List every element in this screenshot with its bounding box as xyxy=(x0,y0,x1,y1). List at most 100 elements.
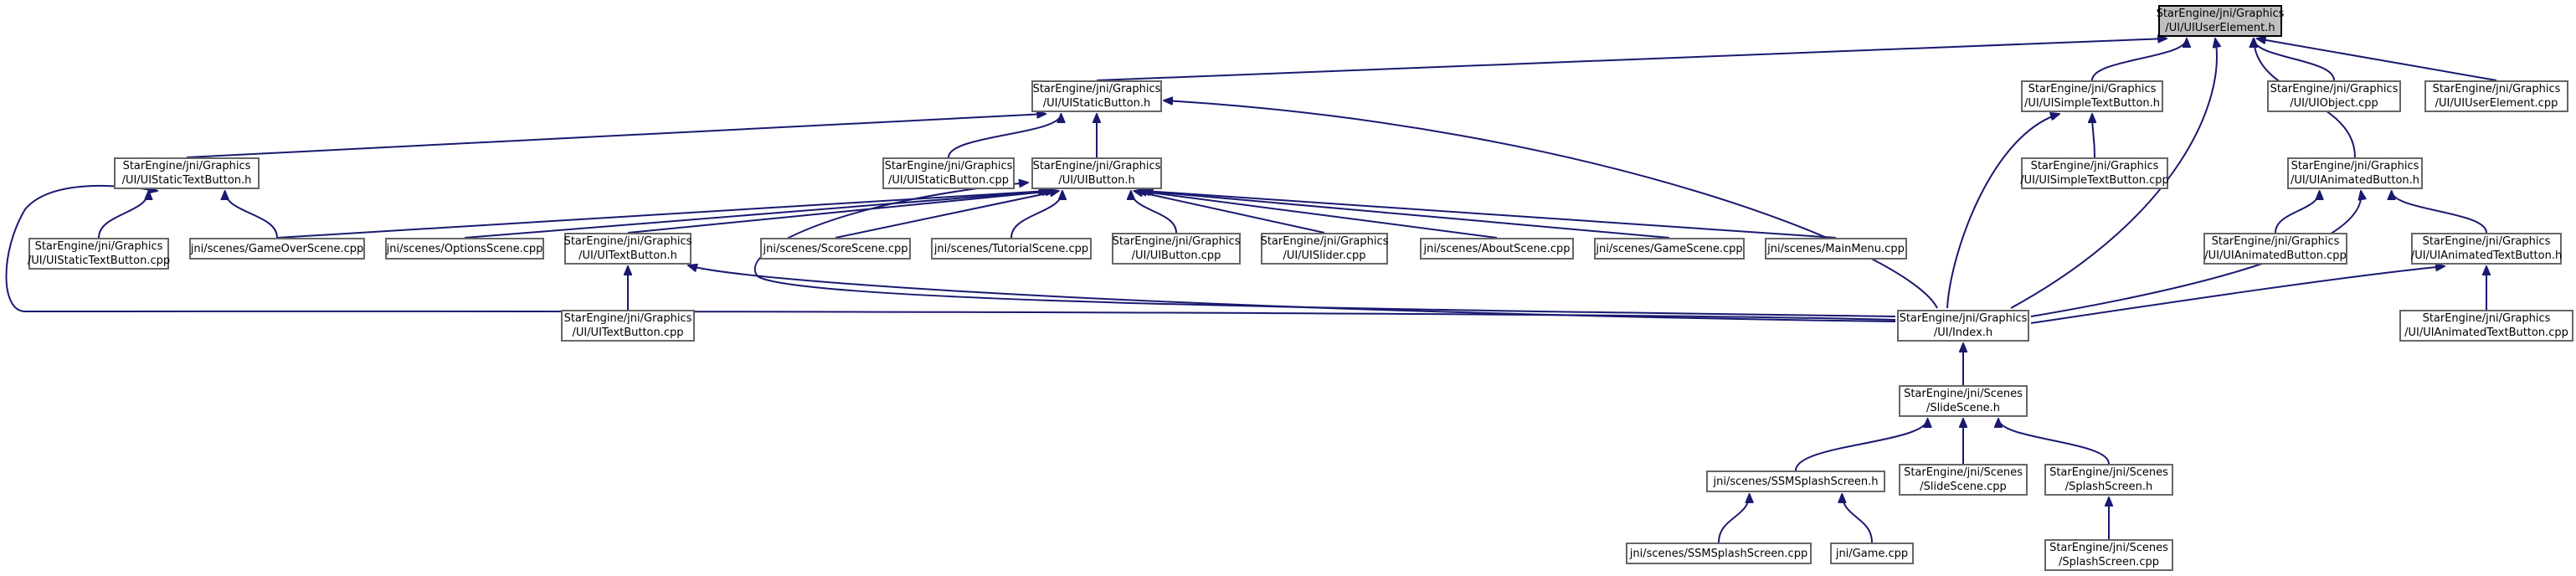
node-label-line: StarEngine/jni/Scenes xyxy=(2049,542,2168,554)
node-label-line: /UI/Index.h xyxy=(1933,327,1993,339)
node-label-line: /UI/UIStaticButton.h xyxy=(1042,97,1151,110)
node-label-line: /UI/UIButton.h xyxy=(1058,174,1135,187)
edge-gameoverscene-cpp-to-uibutton-h xyxy=(276,191,1047,239)
edge-uiindex-h-to-uistaticbutton-h xyxy=(1164,100,1938,309)
node-label-line: jni/scenes/GameOverScene.cpp xyxy=(190,242,364,255)
edge-uiindex-h-to-uisimpletextbutton-h xyxy=(1946,114,2059,309)
node-label-line: jni/scenes/AboutScene.cpp xyxy=(1423,242,1571,255)
node-gamescene-cpp[interactable]: jni/scenes/GameScene.cpp xyxy=(1594,238,1745,260)
node-uianimatedbutton-cpp[interactable]: StarEngine/jni/Graphics/UI/UIAnimatedBut… xyxy=(2203,233,2347,265)
node-label-line: StarEngine/jni/Graphics xyxy=(1032,83,1161,95)
node-label-line: jni/scenes/SSMSplashScreen.h xyxy=(1713,475,1879,488)
node-label-line: StarEngine/jni/Graphics xyxy=(563,235,692,248)
node-uiuserelement-cpp[interactable]: StarEngine/jni/Graphics/UI/UIUserElement… xyxy=(2424,80,2568,112)
edge-uitextbutton-h-to-uibutton-h xyxy=(627,191,1055,234)
node-mainmenu-cpp[interactable]: jni/scenes/MainMenu.cpp xyxy=(1765,238,1907,260)
edge-scorescene-cpp-to-uibutton-h xyxy=(835,191,1059,239)
edge-ssmsplashscreen-h-to-slidescene-h xyxy=(1795,419,1928,471)
node-tutorialscene-cpp[interactable]: jni/scenes/TutorialScene.cpp xyxy=(931,238,1092,260)
node-label-line: /SplashScreen.h xyxy=(2064,481,2153,493)
node-uibutton-cpp[interactable]: StarEngine/jni/Graphics/UI/UIButton.cpp xyxy=(1112,233,1241,265)
node-uislider-cpp[interactable]: StarEngine/jni/Graphics/UI/UISlider.cpp xyxy=(1261,233,1388,265)
node-label-line: jni/scenes/GameScene.cpp xyxy=(1596,242,1743,255)
node-uiobject-cpp[interactable]: StarEngine/jni/Graphics/UI/UIObject.cpp xyxy=(2267,80,2401,112)
node-uistatictextbutton-h[interactable]: StarEngine/jni/Graphics/UI/UIStaticTextB… xyxy=(114,157,260,189)
node-ssmsplashscreen-cpp[interactable]: jni/scenes/SSMSplashScreen.cpp xyxy=(1626,543,1812,564)
node-label-line: StarEngine/jni/Graphics xyxy=(2422,235,2551,248)
node-label-line: StarEngine/jni/Graphics xyxy=(563,312,692,325)
node-label-line: StarEngine/jni/Graphics xyxy=(2030,160,2159,172)
node-uistaticbutton-cpp[interactable]: StarEngine/jni/Graphics/UI/UIStaticButto… xyxy=(882,157,1015,189)
node-uianimatedbutton-h[interactable]: StarEngine/jni/Graphics/UI/UIAnimatedBut… xyxy=(2287,157,2423,189)
edge-uisimpletextbutton-h-to-uiuserelement-h xyxy=(2091,39,2187,81)
node-label-line: /UI/UIAnimatedTextButton.cpp xyxy=(2404,327,2568,339)
node-label-line: StarEngine/jni/Graphics xyxy=(2432,83,2561,95)
node-label-line: jni/scenes/MainMenu.cpp xyxy=(1767,242,1905,255)
node-slidescene-h[interactable]: StarEngine/jni/Scenes/SlideScene.h xyxy=(1899,385,2028,417)
node-label-line: StarEngine/jni/Graphics xyxy=(2291,160,2419,172)
edge-uiobject-cpp-to-uiuserelement-h xyxy=(2254,39,2335,81)
edge-uiindex-h-to-uianimatedtextbutton-h xyxy=(2030,266,2445,324)
node-label-line: jni/scenes/SSMSplashScreen.cpp xyxy=(1629,547,1808,560)
node-uiindex-h[interactable]: StarEngine/jni/Graphics/UI/Index.h xyxy=(1897,310,2029,342)
node-uianimatedtextbutton-cpp[interactable]: StarEngine/jni/Graphics/UI/UIAnimatedTex… xyxy=(2399,310,2573,342)
node-label-line: jni/scenes/OptionsScene.cpp xyxy=(386,242,543,255)
edge-aboutscene-cpp-to-uibutton-h xyxy=(1138,191,1498,239)
edge-uibutton-cpp-to-uibutton-h xyxy=(1131,191,1177,234)
edge-uistatictextbutton-cpp-to-uistatictextbutton-h xyxy=(98,191,148,239)
node-uistatictextbutton-cpp[interactable]: StarEngine/jni/Graphics/UI/UIStaticTextB… xyxy=(27,238,171,270)
node-label-line: /UI/UITextButton.h xyxy=(578,249,677,262)
node-uisimpletextbutton-h[interactable]: StarEngine/jni/Graphics/UI/UISimpleTextB… xyxy=(2021,80,2163,112)
node-label-line: /UI/UITextButton.cpp xyxy=(572,327,684,339)
node-uitextbutton-cpp[interactable]: StarEngine/jni/Graphics/UI/UITextButton.… xyxy=(561,310,695,342)
edge-optionsscene-cpp-to-uibutton-h xyxy=(464,191,1051,239)
node-label-line: StarEngine/jni/Graphics xyxy=(1112,235,1241,248)
node-ssmsplashscreen-h[interactable]: jni/scenes/SSMSplashScreen.h xyxy=(1706,471,1885,492)
node-uitextbutton-h[interactable]: StarEngine/jni/Graphics/UI/UITextButton.… xyxy=(564,233,692,265)
node-label-line: StarEngine/jni/Scenes xyxy=(1904,388,2023,400)
node-optionsscene-cpp[interactable]: jni/scenes/OptionsScene.cpp xyxy=(385,238,544,260)
edge-uistaticbutton-h-to-uiuserelement-h xyxy=(1096,39,2167,81)
node-game-cpp[interactable]: jni/Game.cpp xyxy=(1830,543,1914,564)
edge-uisimpletextbutton-cpp-to-uisimpletextbutton-h xyxy=(2092,114,2095,158)
node-scorescene-cpp[interactable]: jni/scenes/ScoreScene.cpp xyxy=(760,238,911,260)
node-slidescene-cpp[interactable]: StarEngine/jni/Scenes/SlideScene.cpp xyxy=(1899,464,2028,496)
node-splashscreen-h[interactable]: StarEngine/jni/Scenes/SplashScreen.h xyxy=(2044,464,2173,496)
node-label-line: StarEngine/jni/Graphics xyxy=(2270,83,2399,95)
node-label-line: StarEngine/jni/Graphics xyxy=(1032,160,1161,172)
node-uistaticbutton-h[interactable]: StarEngine/jni/Graphics/UI/UIStaticButto… xyxy=(1031,80,1162,112)
node-label-line: /UI/UIUserElement.cpp xyxy=(2435,97,2558,110)
node-label-line: /UI/UISimpleTextButton.cpp xyxy=(2020,174,2169,187)
edge-gameoverscene-cpp-to-uistatictextbutton-h xyxy=(225,191,278,239)
edge-tutorialscene-cpp-to-uibutton-h xyxy=(1010,191,1062,239)
node-uianimatedtextbutton-h[interactable]: StarEngine/jni/Graphics/UI/UIAnimatedTex… xyxy=(2411,233,2562,265)
node-label-line: StarEngine/jni/Graphics xyxy=(884,160,1013,172)
edge-uiindex-h-to-uitextbutton-h xyxy=(688,265,1896,322)
edge-uianimatedbutton-cpp-to-uianimatedbutton-h xyxy=(2275,191,2320,234)
edge-uistatictextbutton-h-to-uistaticbutton-h xyxy=(186,114,1046,158)
node-label-line: /UI/UIAnimatedButton.h xyxy=(2290,174,2420,187)
edge-mainmenu-cpp-to-uibutton-h xyxy=(1144,191,1837,239)
node-aboutscene-cpp[interactable]: jni/scenes/AboutScene.cpp xyxy=(1420,238,1574,260)
edge-splashscreen-h-to-slidescene-h xyxy=(1998,419,2110,465)
node-label-line: StarEngine/jni/Graphics xyxy=(2156,8,2285,20)
node-splashscreen-cpp[interactable]: StarEngine/jni/Scenes/SplashScreen.cpp xyxy=(2044,539,2173,571)
node-label-line: /UI/UISlider.cpp xyxy=(1283,249,1366,262)
node-label-line: /SlideScene.cpp xyxy=(1920,481,2007,493)
edge-uislider-cpp-to-uibutton-h xyxy=(1134,191,1325,234)
edge-uiuserelement-cpp-to-uiuserelement-h xyxy=(2257,39,2497,81)
node-label-line: /UI/UIAnimatedButton.cpp xyxy=(2204,249,2347,262)
node-label-line: /UI/UIStaticTextButton.cpp xyxy=(27,255,171,267)
edge-uistaticbutton-cpp-to-uistaticbutton-h xyxy=(948,114,1061,158)
node-gameoverscene-cpp[interactable]: jni/scenes/GameOverScene.cpp xyxy=(189,238,365,260)
edge-ssmsplashscreen-cpp-to-ssmsplashscreen-h xyxy=(1718,494,1750,543)
node-uibutton-h[interactable]: StarEngine/jni/Graphics/UI/UIButton.h xyxy=(1031,157,1162,189)
node-label-line: StarEngine/jni/Scenes xyxy=(1904,466,2023,479)
node-label-line: StarEngine/jni/Graphics xyxy=(2422,312,2551,325)
node-label-line: /UI/UIButton.cpp xyxy=(1131,249,1221,262)
node-uiuserelement-h[interactable]: StarEngine/jni/Graphics/UI/UIUserElement… xyxy=(2156,5,2285,37)
edge-uiindex-h-to-uibutton-h xyxy=(753,183,1896,317)
node-label-line: /UI/UISimpleTextButton.h xyxy=(2023,97,2161,110)
node-label-line: jni/scenes/TutorialScene.cpp xyxy=(933,242,1089,255)
node-uisimpletextbutton-cpp[interactable]: StarEngine/jni/Graphics/UI/UISimpleTextB… xyxy=(2020,157,2169,189)
